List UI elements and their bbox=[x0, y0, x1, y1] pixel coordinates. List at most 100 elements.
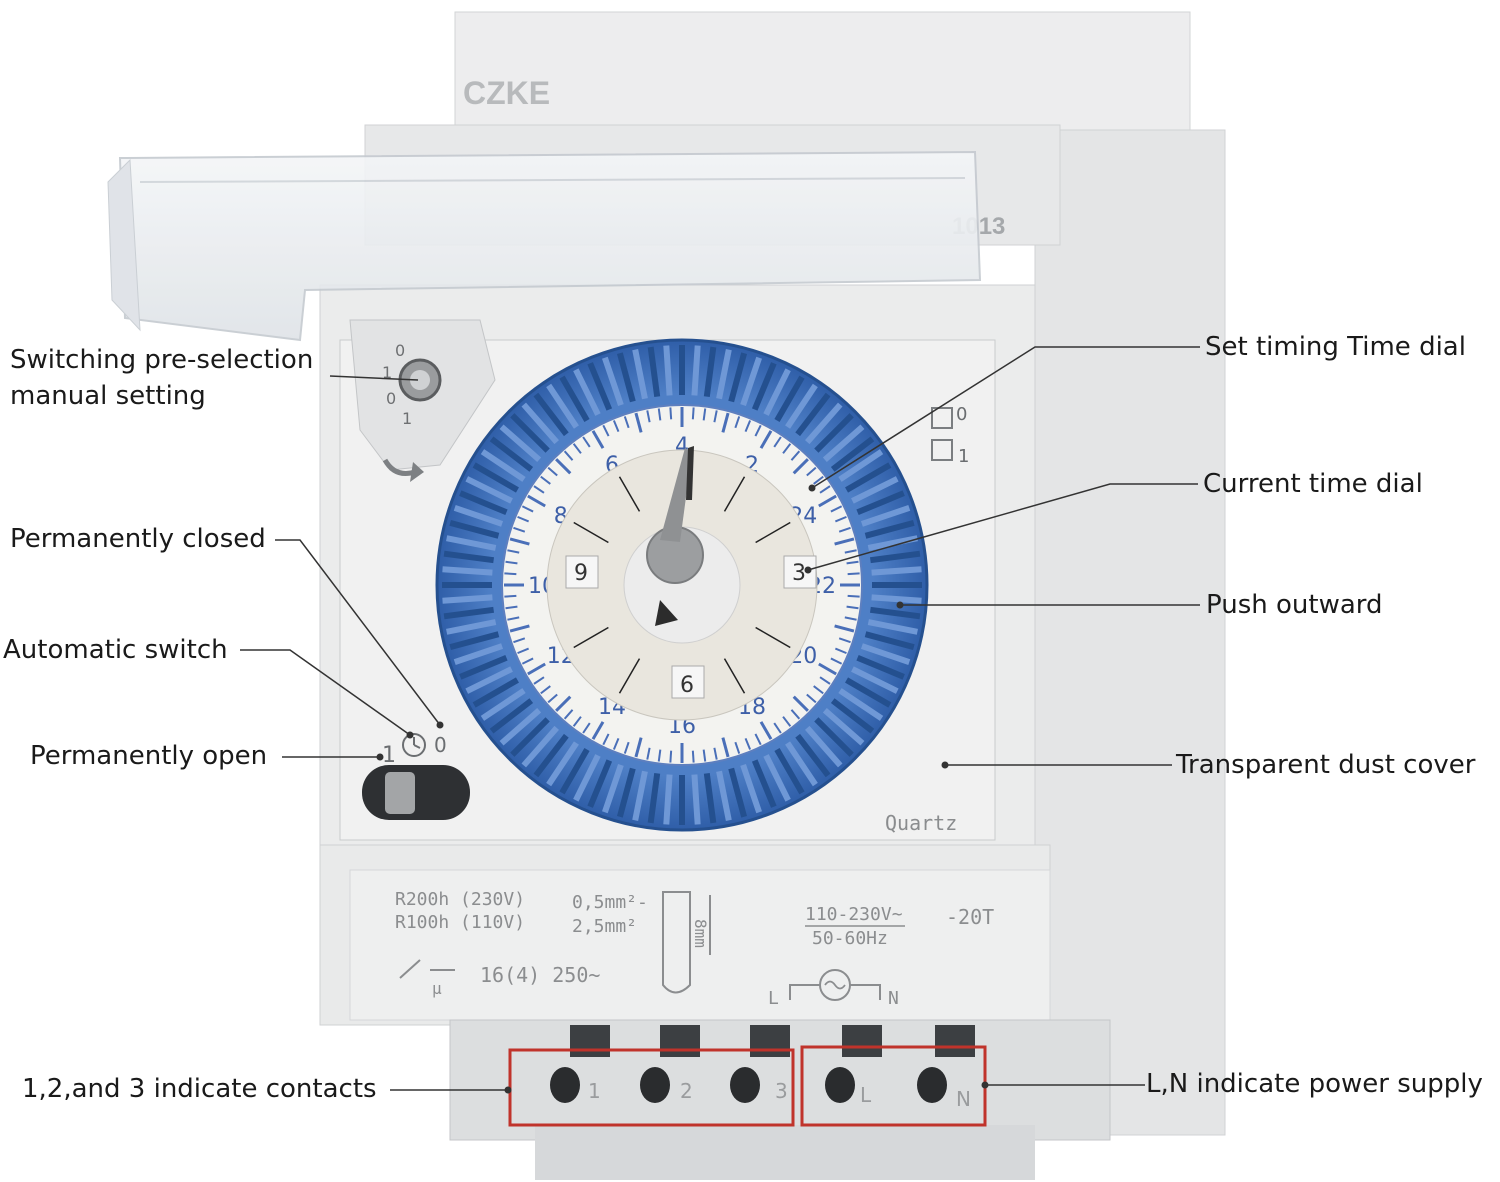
dial-segment[interactable] bbox=[587, 759, 613, 808]
dial-segment[interactable] bbox=[480, 449, 526, 482]
dial-segment[interactable] bbox=[716, 770, 732, 821]
dial-segment[interactable] bbox=[814, 413, 854, 453]
dial-segment[interactable] bbox=[763, 754, 791, 802]
dial-segment[interactable] bbox=[774, 748, 805, 795]
dial-segment[interactable] bbox=[442, 594, 493, 604]
dial-segment[interactable] bbox=[703, 772, 717, 824]
dial-segment[interactable] bbox=[740, 763, 762, 814]
dial-segment[interactable] bbox=[864, 519, 915, 539]
dial-segment[interactable] bbox=[647, 346, 661, 398]
dial-segment[interactable] bbox=[521, 725, 559, 768]
dial-segment[interactable] bbox=[663, 774, 673, 825]
dial-segment[interactable] bbox=[446, 535, 497, 551]
dial-segment[interactable] bbox=[838, 688, 884, 721]
dial-segment[interactable] bbox=[559, 748, 590, 795]
pre-selection-knob[interactable]: 0 1 0 1 bbox=[349, 319, 496, 482]
dial-segment[interactable] bbox=[443, 606, 495, 620]
dial-segment[interactable] bbox=[856, 654, 905, 680]
dial-segment[interactable] bbox=[632, 349, 648, 400]
dial-segment[interactable] bbox=[616, 352, 636, 403]
dial-segment[interactable] bbox=[703, 346, 717, 398]
dial-segment[interactable] bbox=[602, 356, 624, 407]
dial-segment[interactable] bbox=[533, 733, 569, 778]
terminal-screw-l[interactable] bbox=[825, 1067, 855, 1103]
dial-segment[interactable] bbox=[587, 362, 613, 411]
dial-segment[interactable] bbox=[442, 566, 493, 576]
dial-segment[interactable] bbox=[851, 666, 899, 694]
dial-segment[interactable] bbox=[838, 449, 884, 482]
dial-segment[interactable] bbox=[453, 505, 504, 527]
mode-switch[interactable]: 1 0 bbox=[362, 733, 470, 820]
dial-segment[interactable] bbox=[740, 356, 762, 407]
dial-segment[interactable] bbox=[871, 566, 922, 576]
dial-segment[interactable] bbox=[449, 519, 500, 539]
dial-segment[interactable] bbox=[499, 708, 542, 746]
dial-segment[interactable] bbox=[465, 476, 513, 504]
dial-segment[interactable] bbox=[785, 741, 818, 787]
dial-segment[interactable] bbox=[822, 424, 865, 462]
dial-segment[interactable] bbox=[546, 383, 579, 429]
dial-segment[interactable] bbox=[867, 535, 918, 551]
dial-segment[interactable] bbox=[763, 368, 791, 416]
terminal-screw-2[interactable] bbox=[640, 1067, 670, 1103]
dial-segment[interactable] bbox=[691, 345, 701, 396]
dial-segment[interactable] bbox=[510, 717, 550, 757]
dial-segments[interactable] bbox=[442, 345, 922, 825]
dial-segment[interactable] bbox=[510, 413, 550, 453]
dial-segment[interactable] bbox=[573, 368, 601, 416]
terminal-screw-1[interactable] bbox=[550, 1067, 580, 1103]
dial-segment[interactable] bbox=[533, 392, 569, 437]
dial-segment[interactable] bbox=[489, 436, 534, 472]
dial-segment[interactable] bbox=[459, 654, 508, 680]
dial-segment[interactable] bbox=[851, 476, 899, 504]
dial-segment[interactable] bbox=[785, 383, 818, 429]
dial-segment[interactable] bbox=[869, 550, 921, 564]
dial-segment[interactable] bbox=[845, 677, 892, 708]
dial-segment[interactable] bbox=[602, 763, 624, 814]
dial-segment[interactable] bbox=[805, 725, 843, 768]
dial-segment[interactable] bbox=[856, 490, 905, 516]
dial-segment[interactable] bbox=[867, 619, 918, 635]
dial-segment[interactable] bbox=[830, 698, 875, 734]
dial-segment[interactable] bbox=[751, 759, 777, 808]
terminal-screw-3[interactable] bbox=[730, 1067, 760, 1103]
dial-segment[interactable] bbox=[446, 619, 497, 635]
dial-segment[interactable] bbox=[647, 772, 661, 824]
dial-segment[interactable] bbox=[814, 717, 854, 757]
dial-segment[interactable] bbox=[822, 708, 865, 746]
dial-segment[interactable] bbox=[805, 402, 843, 445]
dial-segment[interactable] bbox=[716, 349, 732, 400]
dial-segment[interactable] bbox=[443, 550, 495, 564]
dial-segment[interactable] bbox=[860, 643, 911, 665]
dial-segment[interactable] bbox=[728, 352, 748, 403]
dial-segment[interactable] bbox=[573, 754, 601, 802]
dial-segment[interactable] bbox=[489, 698, 534, 734]
dial-segment[interactable] bbox=[546, 741, 579, 787]
dial-segment[interactable] bbox=[830, 436, 875, 472]
dial-segment[interactable] bbox=[499, 424, 542, 462]
dial-segment[interactable] bbox=[751, 362, 777, 411]
dial-segment[interactable] bbox=[459, 490, 508, 516]
dial-segment[interactable] bbox=[774, 375, 805, 422]
dial-segment[interactable] bbox=[449, 631, 500, 651]
dial-segment[interactable] bbox=[864, 631, 915, 651]
dial-segment[interactable] bbox=[728, 767, 748, 818]
dial-segment[interactable] bbox=[795, 392, 831, 437]
dial-segment[interactable] bbox=[472, 677, 519, 708]
dial-segment[interactable] bbox=[616, 767, 636, 818]
dial-segment[interactable] bbox=[795, 733, 831, 778]
dial-segment[interactable] bbox=[480, 688, 526, 721]
dial-segment[interactable] bbox=[472, 462, 519, 493]
dial-segment[interactable] bbox=[465, 666, 513, 694]
dial-segment[interactable] bbox=[663, 345, 673, 396]
dial-segment[interactable] bbox=[632, 770, 648, 821]
dial-segment[interactable] bbox=[691, 774, 701, 825]
dial-segment[interactable] bbox=[860, 505, 911, 527]
dial-segment[interactable] bbox=[521, 402, 559, 445]
dial-segment[interactable] bbox=[871, 594, 922, 604]
terminal-screw-n[interactable] bbox=[917, 1067, 947, 1103]
dial-segment[interactable] bbox=[869, 606, 921, 620]
dial-segment[interactable] bbox=[453, 643, 504, 665]
dial-segment[interactable] bbox=[845, 462, 892, 493]
